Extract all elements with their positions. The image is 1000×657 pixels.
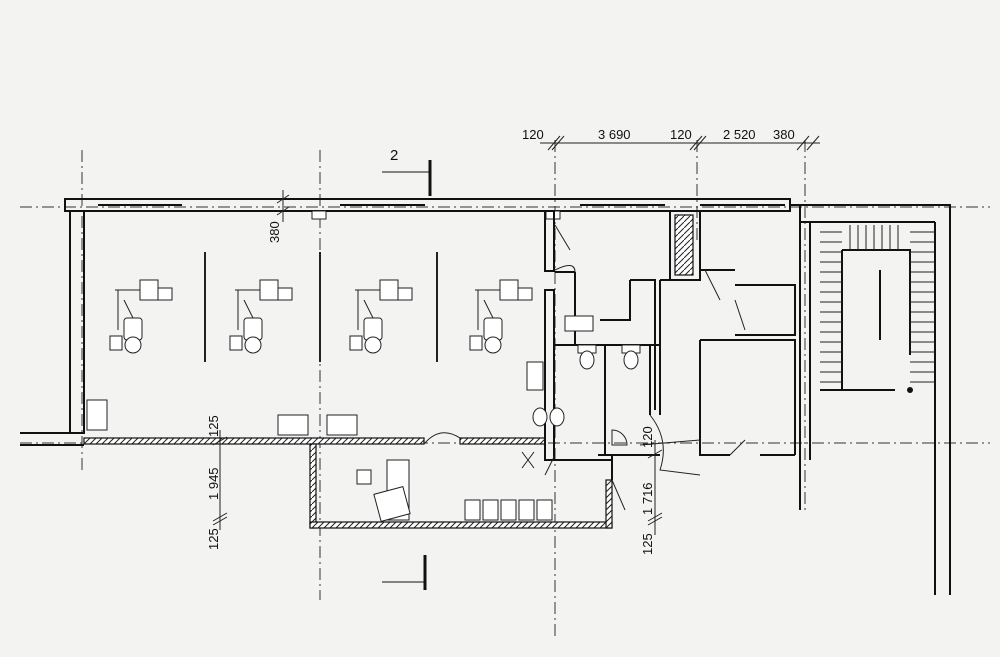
hatched-walls [83,432,613,529]
dim-left-3: 125 [206,528,221,550]
section-label: 2 [390,147,398,164]
dim-top-1: 120 [522,127,544,142]
interior-walls [544,210,796,511]
dim-top-5: 380 [773,127,795,142]
office-furniture [86,399,553,523]
section-marks: 2 [382,147,432,590]
dim-left-1: 125 [206,415,221,437]
dimension-lines [212,135,820,535]
dim-left-2: 1 945 [206,467,221,500]
dental-chair [349,279,413,354]
dim-wall-380: 380 [267,221,282,243]
dim-right-2: 1 716 [640,482,655,515]
dental-chair [109,279,173,354]
dental-chair [229,279,293,354]
staircase [820,225,935,393]
dim-right-1: 120 [640,426,655,448]
dim-top-3: 120 [670,127,692,142]
dental-units [109,252,533,362]
dim-top-4: 2 520 [723,127,756,142]
exterior-walls [20,198,951,595]
dim-right-3: 125 [640,533,655,555]
dim-top-2: 3 690 [598,127,631,142]
dimension-labels: 120 3 690 120 2 520 380 380 125 1 945 12… [206,127,795,555]
dental-chair [469,279,533,354]
sanitary-fixtures [526,315,641,446]
